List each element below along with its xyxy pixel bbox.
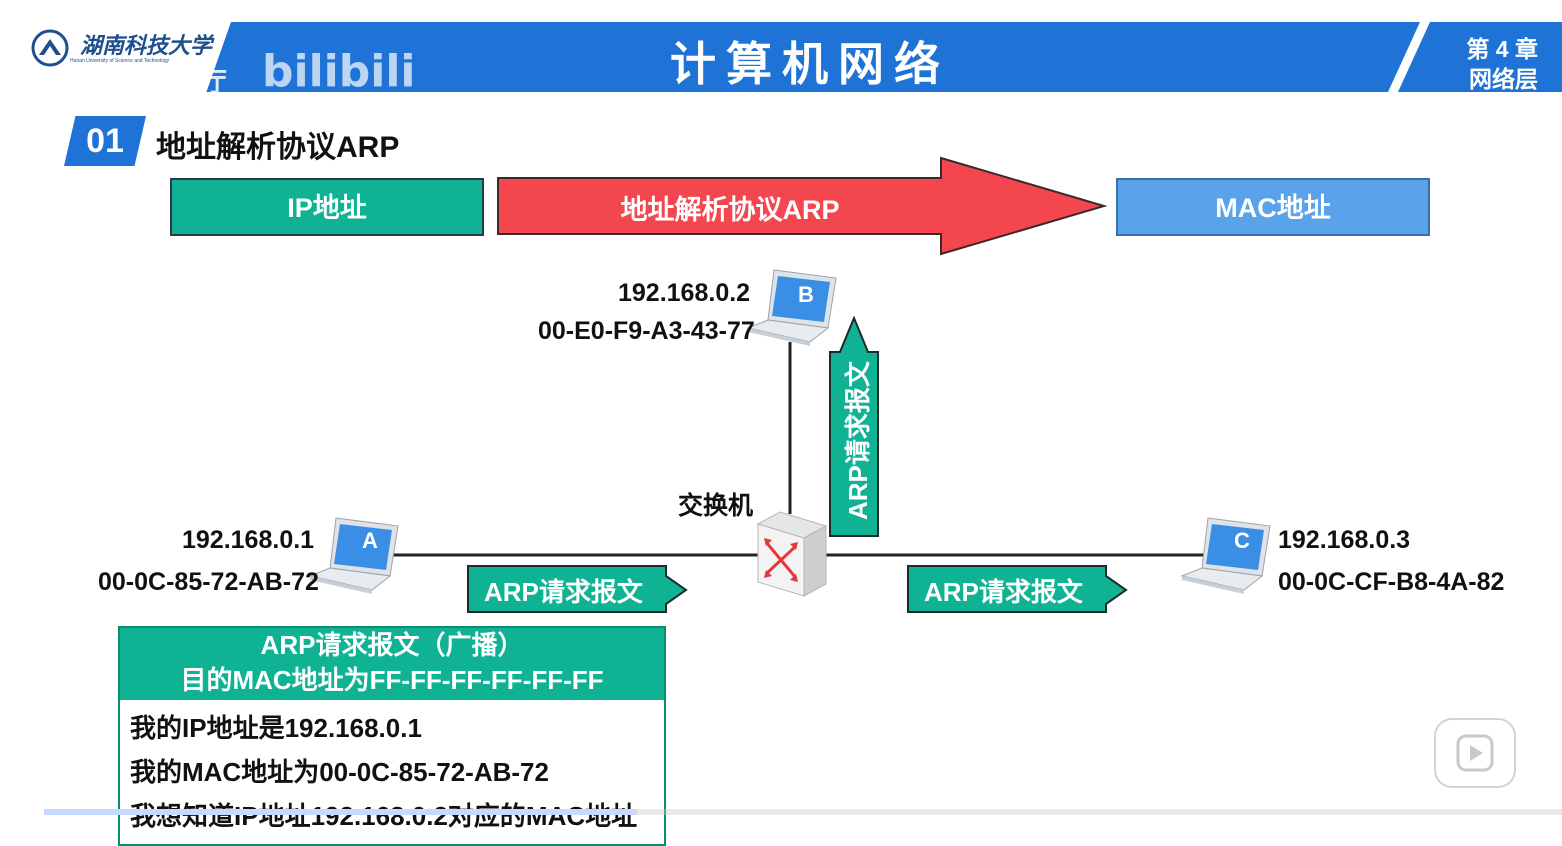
switch-label: 交换机 (678, 492, 754, 520)
arp-protocol-arrow (497, 156, 1108, 256)
university-emblem-icon (31, 29, 69, 67)
arp-request-arrow-right (907, 565, 1128, 613)
arp-request-label-right: ARP请求报文 (924, 577, 1083, 607)
host-c-badge: C (1234, 528, 1250, 553)
laptop-c-icon (1180, 517, 1271, 594)
arp-request-label-left: ARP请求报文 (484, 577, 643, 607)
laptop-b-icon (746, 269, 837, 346)
play-icon (1456, 734, 1494, 772)
host-b-badge: B (798, 282, 814, 307)
mac-address-box: MAC地址 (1116, 178, 1430, 236)
arp-request-label-up: ARP请求报文 (843, 361, 873, 520)
switch-icon (756, 511, 828, 597)
university-name: 湖南科技大学 (80, 33, 213, 59)
section-number-badge: 01 (64, 116, 146, 166)
info-box-title: ARP请求报文（广播） (260, 630, 524, 660)
info-line-ip: 我的IP地址是192.168.0.1 (130, 713, 422, 743)
arp-request-arrow-left (467, 565, 688, 613)
header-divider-stripe (1388, 22, 1430, 92)
host-a-mac: 00-0C-85-72-AB-72 (98, 568, 319, 596)
host-a-ip: 192.168.0.1 (182, 526, 315, 554)
video-progress-bar[interactable] (44, 809, 1562, 815)
host-b-ip: 192.168.0.2 (618, 279, 751, 307)
chapter-number: 第 4 章 (1466, 36, 1538, 62)
chapter-name: 网络层 (1469, 66, 1538, 92)
course-title: 计算机网络 (670, 38, 950, 90)
arp-protocol-label: 地址解析协议ARP (620, 195, 840, 225)
university-name-en: Hunan University of Science and Technolo… (70, 58, 170, 64)
ip-address-box: IP地址 (170, 178, 484, 236)
play-button[interactable] (1434, 718, 1516, 788)
arp-request-arrow-up (829, 316, 879, 537)
network-links (390, 342, 1214, 557)
host-c-ip: 192.168.0.3 (1278, 526, 1411, 554)
laptop-a-icon (308, 517, 399, 594)
header-bar (26, 22, 1562, 92)
section-title: 地址解析协议ARP (156, 131, 400, 164)
video-progress-fill (44, 809, 637, 815)
channel-watermark: 湘科大数字厅 (66, 67, 229, 97)
bilibili-watermark: bilibili (262, 46, 416, 97)
host-a-badge: A (362, 528, 378, 553)
info-box-destination-mac: 目的MAC地址为FF-FF-FF-FF-FF-FF (180, 665, 604, 695)
info-box-header: ARP请求报文（广播） 目的MAC地址为FF-FF-FF-FF-FF-FF (120, 628, 664, 700)
host-c-mac: 00-0C-CF-B8-4A-82 (1278, 568, 1505, 596)
info-line-mac: 我的MAC地址为00-0C-85-72-AB-72 (130, 757, 549, 787)
host-b-mac: 00-E0-F9-A3-43-77 (538, 317, 755, 345)
